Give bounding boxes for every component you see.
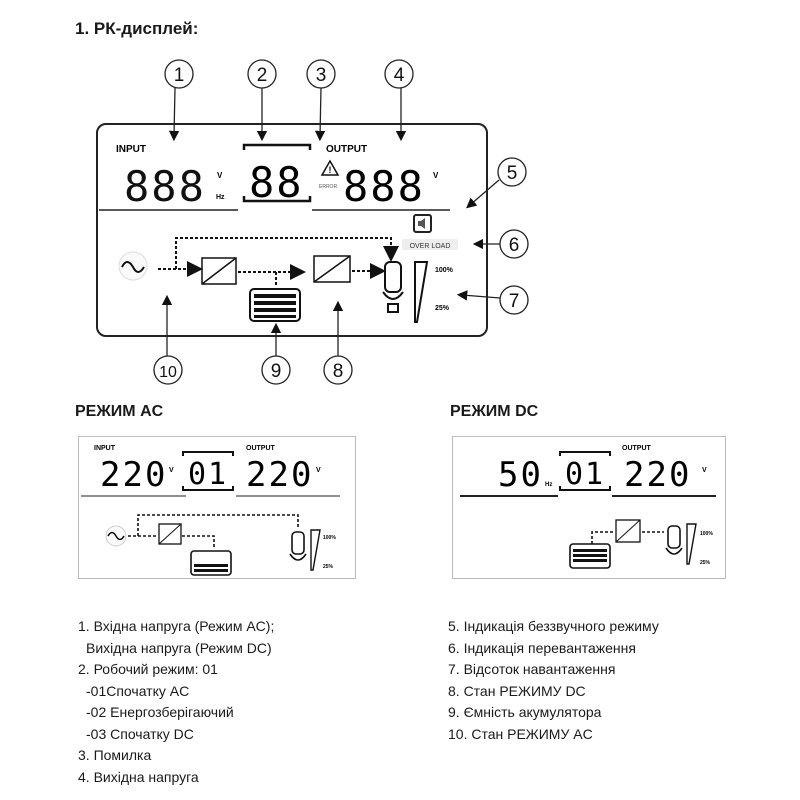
- legend-item: 3. Помилка: [78, 747, 152, 763]
- callout-label: 3: [316, 65, 327, 86]
- legend-item: 1. Вхідна напруга (Режим AC);: [78, 618, 275, 634]
- callout-7: [499, 285, 529, 315]
- dc-mode-value: 01: [565, 457, 605, 492]
- mode-ac-display: INPUT OUTPUT 220 V 01 220 V 100% 25%: [78, 436, 356, 579]
- callout-label: 10: [159, 364, 177, 381]
- lcd-label: V: [316, 467, 321, 474]
- legend-right: 5. Індикація беззвучного режиму 6. Індик…: [448, 616, 659, 745]
- error-label: ERROR: [319, 184, 337, 190]
- inverter-icon: [313, 255, 351, 283]
- lcd-label: 25%: [700, 560, 711, 566]
- mode-value: 88: [249, 158, 304, 207]
- dc-output-value: 220: [624, 455, 691, 495]
- legend-item: Вихідна напруга (Режим DC): [86, 639, 272, 656]
- legend-item: 9. Ємність акумулятора: [448, 704, 602, 720]
- mode-dc-heading: РЕЖИМ DC: [450, 403, 539, 420]
- legend-item: 6. Індикація перевантаження: [448, 639, 636, 656]
- legend-item: -01Спочатку AC: [86, 682, 190, 699]
- ac-input-value: 220: [100, 455, 167, 495]
- callout-label: 9: [271, 361, 282, 382]
- legend-item: 8. Стан РЕЖИМУ DC: [448, 682, 586, 699]
- callout-10: [153, 355, 183, 385]
- section-title: 1. РК-дисплей:: [75, 19, 199, 38]
- load-25-label: 25%: [435, 305, 450, 312]
- legend-left: 1. Вхідна напруга (Режим AC); Вихідна на…: [78, 616, 274, 788]
- callout-label: 5: [507, 163, 518, 184]
- output-value: 888: [343, 162, 425, 211]
- overload-label: OVER LOAD: [410, 243, 451, 250]
- lcd-label: V: [702, 467, 707, 474]
- lcd-label: OUTPUT: [246, 445, 276, 452]
- lcd-label: INPUT: [94, 445, 116, 452]
- callout-label: 1: [174, 65, 185, 86]
- warning-icon: [320, 159, 340, 176]
- callout-label: 7: [509, 291, 520, 312]
- legend-item: 2. Робочий режим: 01: [78, 661, 218, 677]
- lcd-label: OUTPUT: [622, 445, 652, 452]
- mode-ac-heading: РЕЖИМ AC: [75, 403, 164, 420]
- legend-item: 4. Вихідна напруга: [78, 768, 199, 785]
- load-level-icon: [414, 261, 429, 323]
- rectifier-icon: [201, 257, 237, 285]
- lcd-label: V: [169, 467, 174, 474]
- callout-label: 6: [509, 235, 520, 256]
- lcd-diagram: 1 2 3 4 5 6 7 8 9 10 INPUT OUTPUT 888 V …: [96, 59, 529, 385]
- legend-item: 5. Індикація беззвучного режиму: [448, 618, 659, 634]
- legend-item: -02 Енергозберігаючий: [86, 704, 234, 720]
- legend-item: 7. Відсоток навантаження: [448, 661, 616, 677]
- lcd-label: 25%: [323, 564, 334, 570]
- callout-label: 2: [257, 65, 268, 86]
- callout-label: 8: [333, 361, 344, 382]
- legend-item: -03 Спочатку DC: [86, 725, 194, 742]
- output-label: OUTPUT: [326, 144, 367, 155]
- lcd-label: Hz: [545, 482, 552, 488]
- callout-1: [164, 59, 194, 89]
- output-unit-v: V: [433, 171, 439, 180]
- input-unit-v: V: [217, 171, 223, 180]
- mode-bracket: [242, 143, 312, 203]
- load-bulb-icon: [382, 261, 404, 313]
- mute-icon: [413, 214, 432, 233]
- svg-text:!: !: [329, 165, 332, 175]
- mode-dc-display: OUTPUT 50 Hz 01 220 V 100% 25%: [452, 436, 726, 579]
- battery-icon: [249, 288, 301, 322]
- lcd-label: 100%: [323, 535, 336, 541]
- lcd-label: 100%: [700, 531, 713, 537]
- callout-4: [384, 59, 414, 89]
- callout-label: 4: [394, 65, 405, 86]
- load-100-label: 100%: [435, 267, 454, 274]
- input-value: 888: [124, 162, 206, 211]
- lcd-frame: [96, 123, 488, 337]
- ac-mode-value: 01: [188, 457, 228, 492]
- dc-input-value: 50: [498, 455, 543, 495]
- input-label: INPUT: [116, 144, 146, 155]
- callout-5: [497, 157, 527, 187]
- input-unit-hz: Hz: [216, 194, 225, 201]
- legend-item: 10. Стан РЕЖИМУ AC: [448, 725, 593, 742]
- ac-output-value: 220: [246, 455, 313, 495]
